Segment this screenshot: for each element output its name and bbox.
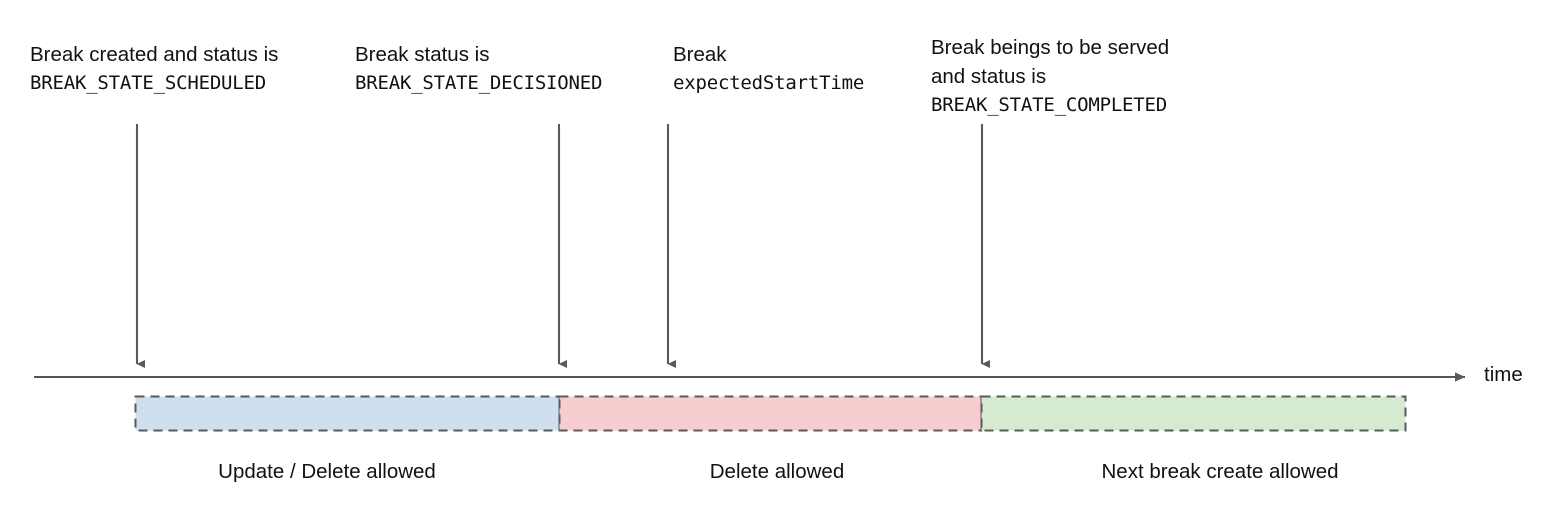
- annotation-scheduled-line-2: BREAK_STATE_SCHEDULED: [30, 72, 267, 94]
- annotation-decisioned: Break status is BREAK_STATE_DECISIONED: [355, 40, 602, 98]
- caption-delete-allowed: Delete allowed: [709, 460, 845, 483]
- annotation-expected-start-time: Break expectedStartTime: [673, 40, 864, 98]
- annotation-expected-start-time-line-2: expectedStartTime: [673, 72, 865, 94]
- phase-bar-delete-allowed: [558, 395, 983, 432]
- time-axis-label: time: [1484, 363, 1523, 386]
- annotation-scheduled: Break created and status is BREAK_STATE_S…: [30, 40, 278, 98]
- phase-bar-next-break-create-allowed: [980, 395, 1407, 432]
- phase-bars: [134, 395, 1407, 432]
- annotation-decisioned-line-1: Break status is: [355, 43, 490, 66]
- phase-bar-update-delete-allowed: [134, 395, 561, 432]
- caption-next-break-create-allowed: Next break create allowed: [1101, 460, 1339, 483]
- annotation-completed-line-2: and status is: [931, 65, 1047, 88]
- annotation-decisioned-line-2: BREAK_STATE_DECISIONED: [355, 72, 603, 94]
- annotation-completed-line-3: BREAK_STATE_COMPLETED: [931, 94, 1168, 116]
- marker-arrows: [135, 124, 991, 369]
- annotation-completed: Break beings to be served and status is BR…: [931, 33, 1169, 120]
- annotation-completed-line-1: Break beings to be served: [931, 36, 1170, 59]
- annotation-scheduled-line-1: Break created and status is: [30, 43, 279, 66]
- caption-update-delete-allowed: Update / Delete allowed: [218, 460, 436, 483]
- annotation-expected-start-time-line-1: Break: [673, 43, 727, 66]
